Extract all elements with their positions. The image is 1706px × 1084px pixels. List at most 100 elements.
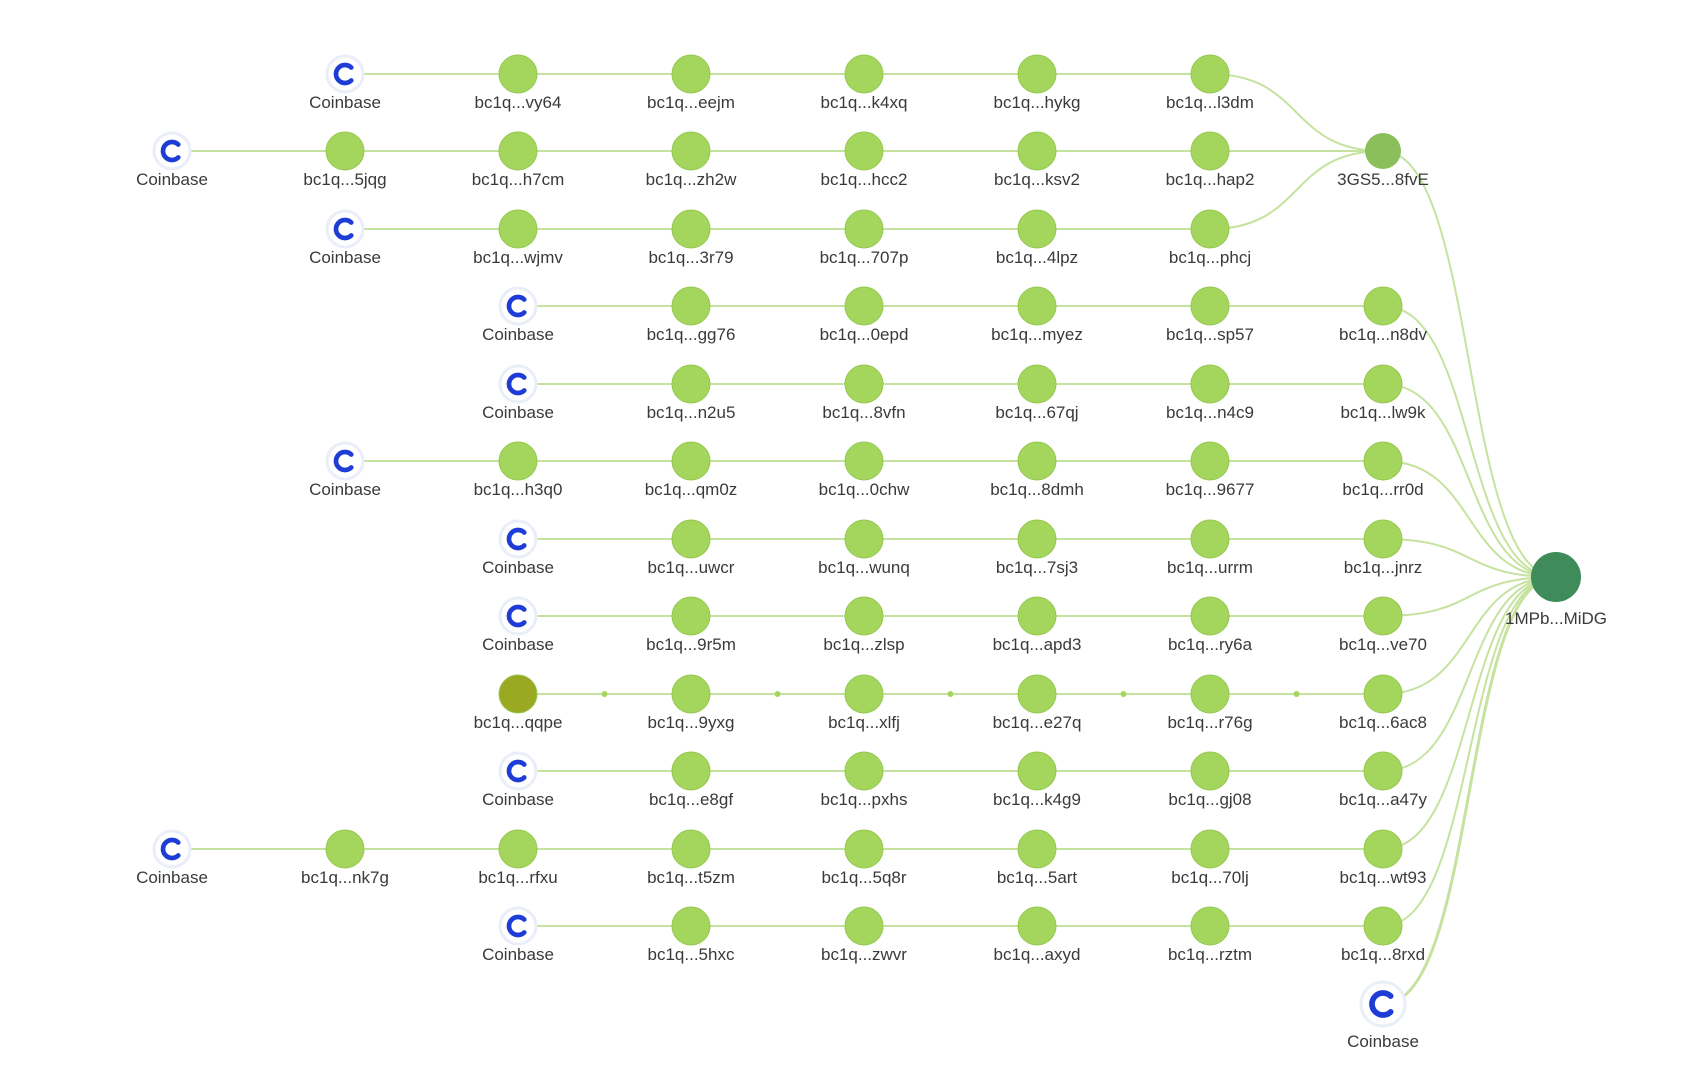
address-node[interactable] — [1190, 674, 1230, 714]
address-node[interactable] — [1017, 596, 1057, 636]
address-node[interactable] — [1017, 906, 1057, 946]
address-node[interactable] — [1363, 596, 1403, 636]
address-node[interactable] — [1017, 209, 1057, 249]
exchange-node[interactable] — [498, 906, 538, 946]
exchange-node[interactable] — [152, 131, 192, 171]
coinbase-c-icon — [506, 604, 527, 628]
address-node[interactable] — [671, 519, 711, 559]
address-node[interactable] — [1190, 286, 1230, 326]
address-node[interactable] — [498, 209, 538, 249]
address-node[interactable] — [671, 829, 711, 869]
address-node[interactable] — [1017, 286, 1057, 326]
flow-dot — [1120, 691, 1127, 697]
address-node[interactable] — [1017, 131, 1057, 171]
address-node[interactable] — [844, 441, 884, 481]
address-node[interactable] — [671, 596, 711, 636]
address-node[interactable] — [844, 131, 884, 171]
address-node[interactable] — [671, 441, 711, 481]
address-node[interactable] — [671, 906, 711, 946]
address-node[interactable] — [1190, 54, 1230, 94]
exchange-node[interactable] — [498, 364, 538, 404]
coinbase-c-icon — [506, 294, 527, 318]
address-node[interactable] — [671, 751, 711, 791]
address-node[interactable] — [671, 54, 711, 94]
address-node[interactable] — [844, 209, 884, 249]
address-node[interactable] — [325, 829, 365, 869]
address-node[interactable] — [671, 131, 711, 171]
address-node[interactable] — [498, 674, 538, 714]
node-label: bc1q...9r5m — [646, 635, 736, 654]
address-node[interactable] — [844, 751, 884, 791]
address-node[interactable] — [671, 674, 711, 714]
coinbase-c-icon — [160, 139, 181, 163]
address-node[interactable] — [844, 364, 884, 404]
address-node[interactable] — [1363, 364, 1403, 404]
address-node[interactable] — [325, 131, 365, 171]
exchange-node[interactable] — [1359, 980, 1407, 1028]
exchange-node[interactable] — [152, 829, 192, 869]
address-node[interactable] — [1017, 829, 1057, 869]
address-node[interactable] — [1190, 131, 1230, 171]
address-node[interactable] — [1190, 751, 1230, 791]
address-node[interactable] — [1363, 751, 1403, 791]
address-node[interactable] — [1363, 674, 1403, 714]
address-node[interactable] — [1363, 441, 1403, 481]
exchange-node[interactable] — [498, 519, 538, 559]
address-node[interactable] — [1190, 441, 1230, 481]
address-node[interactable] — [498, 441, 538, 481]
address-node[interactable] — [1017, 674, 1057, 714]
exchange-node[interactable] — [498, 596, 538, 636]
address-node[interactable] — [1190, 364, 1230, 404]
address-node[interactable] — [844, 286, 884, 326]
hub-node[interactable] — [1365, 133, 1401, 169]
address-node[interactable] — [844, 829, 884, 869]
address-node[interactable] — [1363, 286, 1403, 326]
address-node[interactable] — [1363, 829, 1403, 869]
address-node[interactable] — [1190, 829, 1230, 869]
node-label: Coinbase — [309, 93, 381, 112]
node-label: bc1q...hap2 — [1166, 170, 1255, 189]
node-label: bc1q...ve70 — [1339, 635, 1427, 654]
exchange-node[interactable] — [325, 209, 365, 249]
node-label: Coinbase — [482, 325, 554, 344]
address-node[interactable] — [844, 674, 884, 714]
address-node[interactable] — [498, 54, 538, 94]
node-label: bc1q...apd3 — [993, 635, 1082, 654]
address-node[interactable] — [1190, 519, 1230, 559]
node-label: Coinbase — [1347, 1032, 1419, 1051]
address-node[interactable] — [1363, 519, 1403, 559]
address-node[interactable] — [1017, 519, 1057, 559]
address-node[interactable] — [844, 519, 884, 559]
address-node[interactable] — [498, 131, 538, 171]
node-label: bc1q...0chw — [819, 480, 910, 499]
address-node[interactable] — [671, 364, 711, 404]
address-node[interactable] — [498, 829, 538, 869]
node-label: bc1q...9677 — [1166, 480, 1255, 499]
address-node[interactable] — [1190, 906, 1230, 946]
node-label: bc1q...7sj3 — [996, 558, 1078, 577]
address-node[interactable] — [671, 286, 711, 326]
address-node[interactable] — [1017, 364, 1057, 404]
exchange-node[interactable] — [498, 751, 538, 791]
exchange-node[interactable] — [325, 441, 365, 481]
exchange-node-ring — [1359, 980, 1407, 1028]
exchange-node[interactable] — [498, 286, 538, 326]
address-node[interactable] — [1190, 209, 1230, 249]
address-node[interactable] — [844, 54, 884, 94]
address-node[interactable] — [1017, 54, 1057, 94]
node-label: bc1q...gj08 — [1168, 790, 1251, 809]
exchange-node[interactable] — [325, 54, 365, 94]
node-label: bc1q...8vfn — [822, 403, 905, 422]
exchange-node-ring — [498, 364, 538, 404]
address-node[interactable] — [1017, 751, 1057, 791]
address-node[interactable] — [1363, 906, 1403, 946]
address-node[interactable] — [671, 209, 711, 249]
address-node[interactable] — [1017, 441, 1057, 481]
address-node[interactable] — [1190, 596, 1230, 636]
node-label: Coinbase — [482, 558, 554, 577]
address-node[interactable] — [844, 596, 884, 636]
node-label: bc1q...e27q — [993, 713, 1082, 732]
address-node[interactable] — [844, 906, 884, 946]
root-node[interactable] — [1531, 552, 1581, 602]
